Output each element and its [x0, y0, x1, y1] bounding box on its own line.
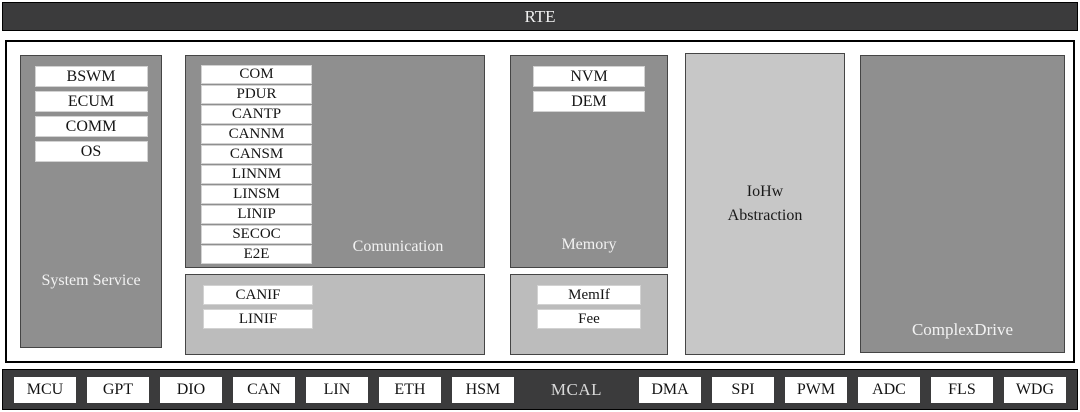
- module-box: E2E: [201, 245, 312, 264]
- mcal-module-box: MCU: [14, 376, 76, 403]
- module-box: CANIF: [203, 285, 313, 305]
- communication-interface-modules: CANIF LINIF: [203, 285, 313, 329]
- module-box: SECOC: [201, 225, 312, 244]
- rte-label: RTE: [524, 6, 556, 26]
- mcal-module-box: ETH: [378, 376, 441, 403]
- system-service-label: System Service: [41, 272, 141, 289]
- module-box: LINIP: [201, 205, 312, 224]
- communication-label: Comunication: [352, 238, 444, 255]
- module-box: LINSM: [201, 185, 312, 204]
- module-box: CANNM: [201, 125, 312, 144]
- mcal-label: MCAL: [550, 379, 603, 399]
- module-box: PDUR: [201, 85, 312, 104]
- module-box: LINIF: [203, 309, 313, 329]
- communication-label-area: Comunication: [312, 56, 484, 267]
- memory-block: NVM DEM Memory: [510, 55, 668, 268]
- mcal-module-box: DIO: [159, 376, 222, 403]
- communication-interface-block: CANIF LINIF: [185, 274, 485, 355]
- module-box: Fee: [537, 309, 641, 329]
- system-service-modules: BSWM ECUM COMM OS: [34, 66, 148, 162]
- communication-block: COM PDUR CANTP CANNM CANSM LINNM LINSM L…: [185, 55, 485, 268]
- module-box: DEM: [533, 91, 645, 112]
- mcal-module-box: SPI: [711, 376, 774, 403]
- mcal-module-box: DMA: [639, 376, 701, 403]
- iohw-abstraction-label: IoHw Abstraction: [727, 183, 803, 224]
- memory-interface-modules: MemIf Fee: [537, 285, 641, 329]
- memory-interface-block: MemIf Fee: [510, 274, 668, 355]
- mcal-module-box: GPT: [86, 376, 149, 403]
- complex-drive-block: ComplexDrive: [860, 55, 1065, 353]
- module-box: NVM: [533, 66, 645, 87]
- mcal-module-box: CAN: [232, 376, 295, 403]
- memory-modules: NVM DEM: [533, 66, 645, 112]
- mcal-module-box: PWM: [784, 376, 847, 403]
- mcal-module-box: WDG: [1003, 376, 1066, 403]
- module-box: BSWM: [34, 66, 148, 87]
- module-box: ECUM: [34, 91, 148, 112]
- module-box: LINNM: [201, 165, 312, 184]
- module-box: COMM: [34, 116, 148, 137]
- mcal-module-box: LIN: [305, 376, 368, 403]
- module-box: MemIf: [537, 285, 641, 305]
- system-service-block: BSWM ECUM COMM OS System Service: [20, 55, 162, 348]
- rte-layer-bar: RTE: [2, 2, 1078, 31]
- mcal-module-box: FLS: [930, 376, 993, 403]
- memory-label: Memory: [561, 236, 617, 253]
- bsw-main-panel: BSWM ECUM COMM OS System Service COM PDU…: [5, 40, 1075, 363]
- module-box: OS: [34, 141, 148, 162]
- mcal-module-box: ADC: [857, 376, 920, 403]
- mcal-layer-bar: MCU GPT DIO CAN LIN ETH HSM MCAL DMA SPI…: [2, 369, 1078, 410]
- iohw-abstraction-block: IoHw Abstraction: [685, 53, 845, 355]
- complex-drive-label: ComplexDrive: [911, 320, 1014, 339]
- module-box: COM: [201, 65, 312, 84]
- communication-modules: COM PDUR CANTP CANNM CANSM LINNM LINSM L…: [201, 65, 312, 267]
- module-box: CANSM: [201, 145, 312, 164]
- mcal-module-box: HSM: [451, 376, 514, 403]
- module-box: CANTP: [201, 105, 312, 124]
